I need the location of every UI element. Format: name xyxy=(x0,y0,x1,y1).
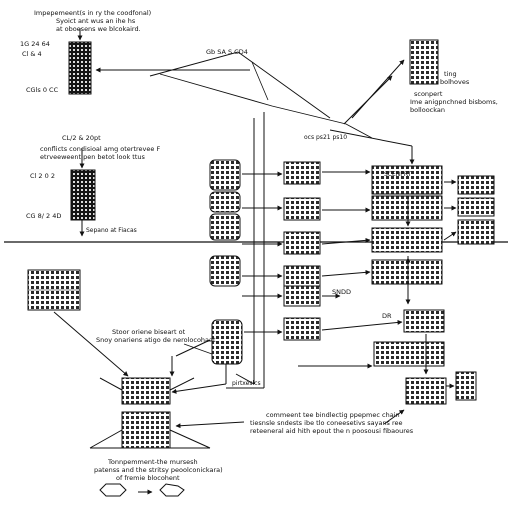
block-c4-4 xyxy=(455,371,477,401)
conflicts-caption-2: etrveeweent pen betot look ttus xyxy=(40,153,145,161)
label-center-mid: SNDD xyxy=(332,288,351,296)
lower-left-caption-3: of fremie blocohent xyxy=(116,474,180,482)
block-top-left xyxy=(68,41,92,95)
block-c1-3 xyxy=(209,213,241,241)
separator-label: Sepano at Fiacas xyxy=(86,227,137,234)
block-c4-2 xyxy=(457,197,495,217)
block-c2-5 xyxy=(283,285,321,307)
label-left-3: CG 8/ 2 4D xyxy=(26,212,62,220)
block-c2-6 xyxy=(283,317,321,341)
block-bottom-1 xyxy=(121,377,171,405)
right-caption-1: sconpert xyxy=(414,90,443,98)
block-c1-1 xyxy=(209,159,241,191)
small-label: pirtxeslcs xyxy=(232,380,261,387)
block-c2-2 xyxy=(283,197,321,221)
block-c2-1 xyxy=(283,161,321,185)
bottom-caption-2: tiesnsle sndests ibe tlo coneesetivs say… xyxy=(250,419,403,427)
block-c2-3 xyxy=(283,231,321,255)
label-scenprt: SCENPRT xyxy=(384,171,412,178)
top-caption-line-2: Syoict ant wus an ihe hs xyxy=(56,17,136,25)
lower-left-caption-1: Tonnpemment-the mursesh xyxy=(108,458,198,466)
block-c4-1 xyxy=(457,175,495,195)
right-caption-3: bolloockan xyxy=(410,106,445,114)
label-top-left-2: Cl & 4 xyxy=(22,50,42,58)
block-c2-4 xyxy=(283,265,321,287)
block-c3-3 xyxy=(371,227,443,253)
label-top-left-1: 1G 24 64 xyxy=(20,40,50,48)
label-right-1: ting xyxy=(444,70,457,78)
hexagon-shape-right xyxy=(159,483,185,497)
block-c1-4 xyxy=(209,255,241,287)
lower-left-caption-2: patenss and the stritsy peoolconickara) xyxy=(94,466,223,474)
label-center-top: ocs ps21 ps10 xyxy=(304,134,348,141)
block-c4-3 xyxy=(457,219,495,245)
block-c1-2 xyxy=(209,191,241,213)
label-right-2: bolhoves xyxy=(440,78,470,86)
block-mid-left xyxy=(70,169,96,221)
left-caption-1: Stoor oriene biseart ot xyxy=(112,328,186,336)
block-c3-1 xyxy=(371,165,443,195)
block-c3-6 xyxy=(373,341,445,367)
block-c1-5 xyxy=(211,319,243,365)
block-c3-7 xyxy=(405,377,447,405)
bottom-caption-3: reteeneral aid hith epout the n poosousi… xyxy=(250,427,414,435)
bottom-caption-1: commeent tee bindlectig ppepmec chain xyxy=(266,411,400,419)
block-bottom-2 xyxy=(121,411,171,449)
block-c3-2 xyxy=(371,195,443,221)
right-caption-2: Ime anigpnchned bisboms, xyxy=(410,98,498,106)
block-c3-5 xyxy=(403,309,445,333)
label-dr: DR xyxy=(382,312,392,320)
block-c3-4 xyxy=(371,259,443,285)
label-left-2: Cl 2 0 2 xyxy=(30,172,55,180)
conflicts-caption-1: conflicts condisioal amg otertrevee F xyxy=(40,145,161,153)
hexagon-shape-left xyxy=(99,483,127,497)
label-left-1: CGls 0 CC xyxy=(26,86,59,94)
top-caption-line-3: at oboesens we blcokaird. xyxy=(56,25,141,33)
label-mid-left: CL/2 & 20pt xyxy=(62,134,101,142)
block-top-right xyxy=(409,39,439,85)
left-caption-2: Snoy onariens atigo de nerolocohaat xyxy=(96,336,216,344)
top-caption-line-1: Impepemeent(s in ry the coodfonal) xyxy=(34,9,152,17)
label-top-mid: Gb SA S CD4 xyxy=(206,48,248,56)
